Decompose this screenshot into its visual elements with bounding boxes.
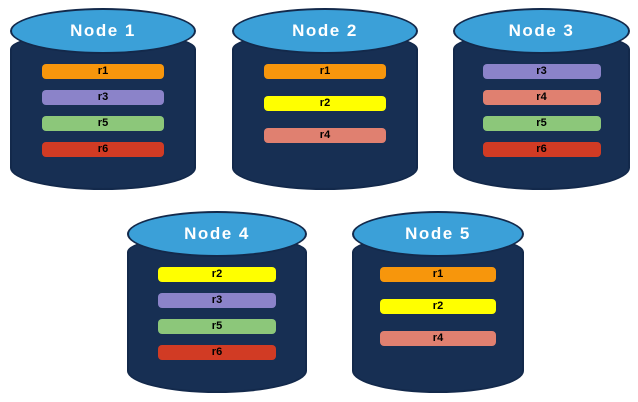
replica-bar-r3[interactable]: r3 [42, 90, 164, 105]
replica-bar-list: r1 r3 r5 r6 [10, 64, 196, 157]
node-title: Node 4 [184, 224, 250, 243]
node-title: Node 2 [292, 21, 358, 40]
replica-bar-r1[interactable]: r1 [42, 64, 164, 79]
node-cylinder-body [453, 31, 630, 190]
node-cylinder-top [10, 8, 196, 54]
replica-bar-r4[interactable]: r4 [380, 331, 496, 346]
replica-bar-r3[interactable]: r3 [482, 64, 601, 79]
replica-bar-r1[interactable]: r1 [380, 267, 496, 282]
node-cylinder-top [352, 211, 524, 257]
replica-bar-r4[interactable]: r4 [482, 90, 601, 105]
replica-bar-r3[interactable]: r3 [158, 293, 276, 308]
node-cylinder-top [127, 211, 307, 257]
replica-bar-r6[interactable]: r6 [482, 142, 601, 157]
database-node-2[interactable]: Node 2 r1 r2 r4 [232, 8, 418, 190]
node-title: Node 5 [405, 224, 471, 243]
replica-bar-list: r1 r2 r4 [232, 64, 418, 143]
database-node-3[interactable]: Node 3 r3 r4 r5 r6 [453, 8, 630, 190]
replica-bar-r2[interactable]: r2 [264, 96, 386, 111]
database-node-1[interactable]: Node 1 r1 r3 r5 r6 [10, 8, 196, 190]
replica-bar-r6[interactable]: r6 [42, 142, 164, 157]
replica-bar-r4[interactable]: r4 [264, 128, 386, 143]
database-node-4[interactable]: Node 4 r2 r3 r5 r6 [127, 211, 307, 393]
replica-bar-list: r1 r2 r4 [352, 267, 524, 346]
replica-bar-r2[interactable]: r2 [158, 267, 276, 282]
replica-bar-r1[interactable]: r1 [264, 64, 386, 79]
replica-bar-list: r3 r4 r5 r6 [453, 64, 630, 157]
replica-bar-r5[interactable]: r5 [158, 319, 276, 334]
node-title: Node 1 [70, 21, 136, 40]
node-title: Node 3 [508, 21, 575, 40]
node-cylinder-top [453, 8, 630, 54]
replica-bar-r2[interactable]: r2 [380, 299, 496, 314]
replica-bar-r5[interactable]: r5 [482, 116, 601, 131]
node-cylinder-top [232, 8, 418, 54]
replica-bar-r6[interactable]: r6 [158, 345, 276, 360]
replica-bar-list: r2 r3 r5 r6 [127, 267, 307, 360]
database-node-5[interactable]: Node 5 r1 r2 r4 [352, 211, 524, 393]
replica-bar-r5[interactable]: r5 [42, 116, 164, 131]
node-cylinder-body [127, 234, 307, 393]
